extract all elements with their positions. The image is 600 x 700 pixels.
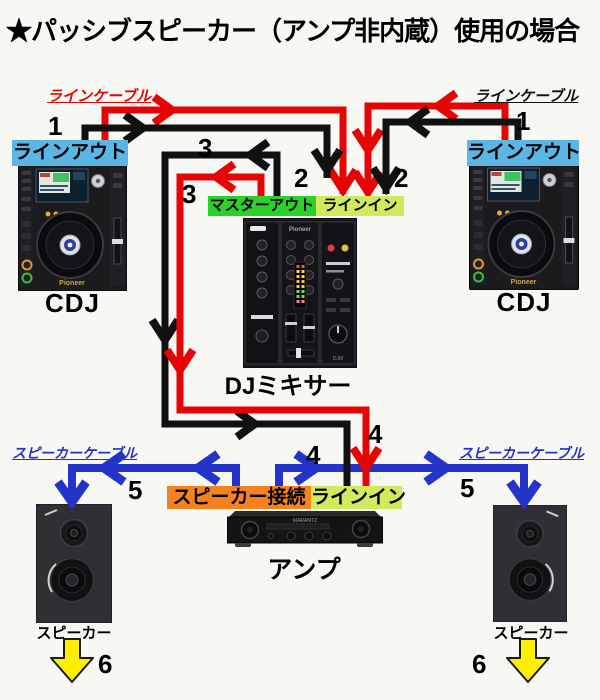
sound-output-arrow-right [506, 638, 550, 683]
speaker-left-label: スピーカー [36, 625, 112, 642]
step-marker-2-right: 2 [394, 163, 409, 193]
master-out-cable-red [163, 160, 383, 490]
line-cable-left-black [81, 111, 344, 178]
cdj-left-label: CDJ [44, 288, 100, 318]
step-marker-3-lower: 3 [182, 179, 197, 209]
cdj-left-lineout-label: ラインアウト [12, 140, 128, 166]
step-marker-5-right: 5 [460, 473, 475, 503]
page-title: ★パッシブスピーカー（アンプ非内蔵）使用の場合 [6, 16, 580, 46]
cdj-left-image: Pioneer [18, 163, 127, 291]
step-marker-5-left: 5 [128, 475, 143, 505]
mixer-line-in-label: ラインイン [316, 196, 404, 216]
amp-label: アンプ [267, 556, 341, 584]
speaker-cable-label-left: スピーカーケーブル [12, 445, 138, 461]
svg-text:Pioneer: Pioneer [59, 280, 85, 287]
cdj-right-lineout-label: ラインアウト [467, 140, 581, 166]
mixer-master-out-label: マスターアウト [208, 196, 316, 216]
dj-mixer-label: DJミキサー [224, 373, 352, 400]
cdj-right-image: Pioneer [468, 162, 580, 290]
step-marker-4-right: 4 [368, 419, 383, 449]
step-marker-4-left: 4 [306, 440, 321, 470]
step-marker-1-left: 1 [48, 111, 63, 141]
amp-speaker-connect-label: スピーカー接続 [167, 486, 311, 509]
step-marker-6-left: 6 [98, 649, 113, 679]
speaker-cable-left-run [54, 450, 240, 510]
speaker-cable-right-run [275, 450, 542, 510]
speaker-right-label: スピーカー [493, 625, 569, 642]
step-marker-6-right: 6 [472, 649, 487, 679]
step-marker-2-left: 2 [294, 163, 309, 193]
sound-output-arrow-left [50, 638, 94, 683]
line-cable-label-right: ラインケーブル [474, 88, 579, 105]
speaker-left-image [36, 504, 112, 623]
step-marker-3-upper: 3 [198, 133, 213, 163]
master-out-cable-black [148, 138, 351, 490]
speaker-cable-label-right: スピーカーケーブル [459, 445, 585, 461]
step-marker-1-right: 1 [516, 106, 531, 136]
amp-line-in-label: ラインイン [311, 486, 407, 509]
dj-mixer-image: Pioneer [243, 218, 357, 368]
svg-text:MARANTZ: MARANTZ [293, 518, 317, 524]
line-cable-label-left: ラインケーブル [47, 88, 152, 105]
svg-text:DJM: DJM [333, 356, 343, 362]
svg-text:Pioneer: Pioneer [511, 279, 537, 286]
speaker-right-image [493, 504, 567, 623]
svg-text:Pioneer: Pioneer [289, 227, 312, 233]
amp-image: MARANTZ [227, 509, 383, 550]
cdj-right-label: CDJ [496, 287, 552, 317]
line-cable-right-black [369, 105, 522, 196]
